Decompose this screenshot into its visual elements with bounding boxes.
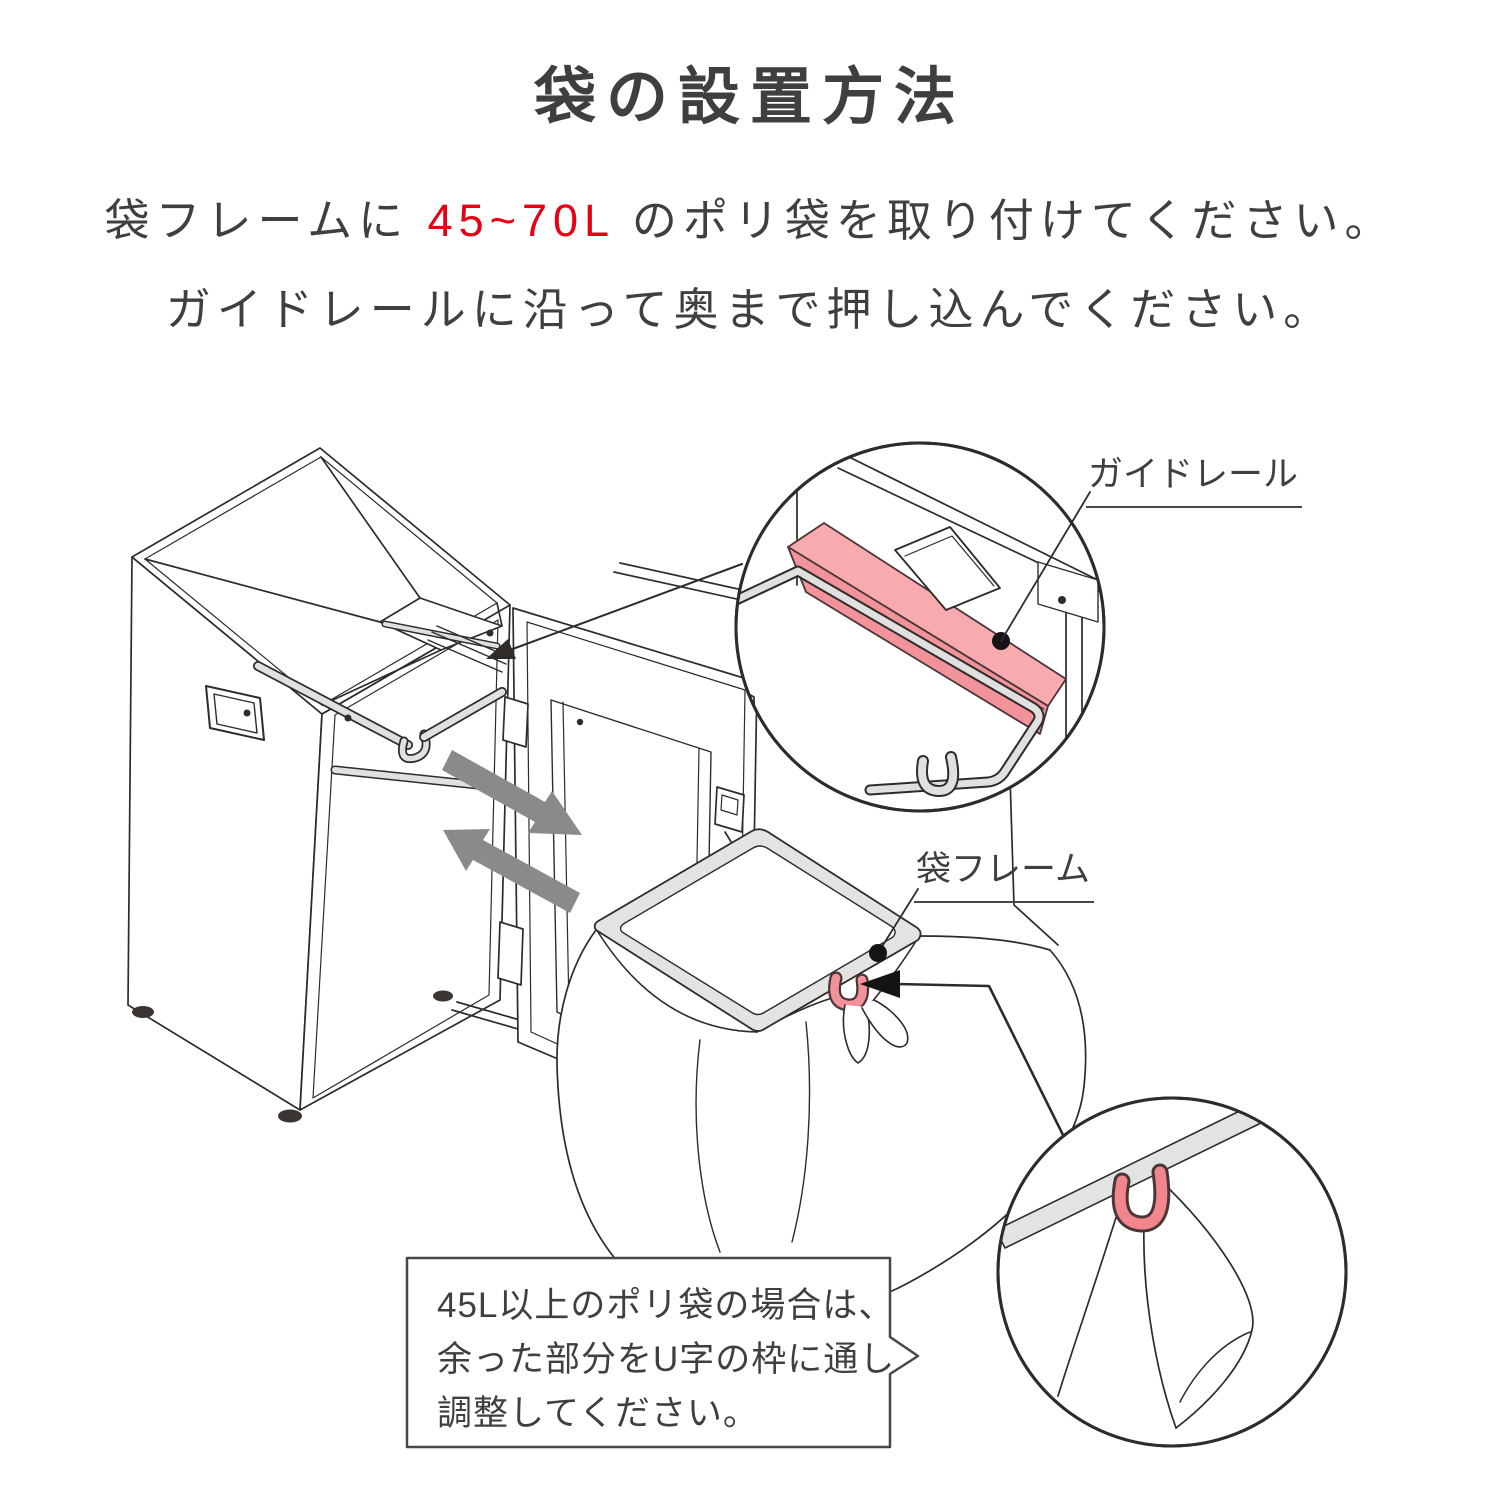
bin-feet <box>132 990 453 1123</box>
note-line-2: 余った部分をU字の枠に通し <box>437 1340 896 1379</box>
bag-frame-leader <box>869 888 919 962</box>
instruction-line-1: 袋フレームに 45~70L のポリ袋を取り付けてください。 <box>104 195 1396 246</box>
hopper-top <box>131 447 511 715</box>
screw-dots <box>243 629 494 722</box>
bag-with-frame <box>556 828 1087 1315</box>
leader-arrowhead-icon <box>486 639 516 659</box>
bag-hook-detail-circle <box>996 1096 1348 1448</box>
waste-bin-illustration <box>127 447 619 1123</box>
capacity-highlight: 45~70L <box>427 195 614 246</box>
instruction-text: 袋フレームに 45~70L のポリ袋を取り付けてください。 ガイドレールに沿って… <box>0 176 1500 354</box>
arrow-down-right-icon <box>442 750 582 835</box>
rail-leader-arrow <box>486 563 743 659</box>
note-text: 45L以上のポリ袋の場合は、 余った部分をU字の枠に通し 調整してください。 <box>437 1279 895 1441</box>
u-hook <box>828 971 870 1012</box>
note-line-1: 45L以上のポリ袋の場合は、 <box>437 1286 895 1325</box>
door-hinges <box>497 696 529 986</box>
arrow-up-left-icon <box>443 829 580 913</box>
guide-rail-detail-circle <box>734 441 1106 813</box>
instruction-line-2: ガイドレールに沿って奥まで押し込んでください。 <box>165 284 1335 335</box>
handle-slot <box>205 685 265 741</box>
leader-arrowhead-icon <box>860 970 900 998</box>
hook-leader-arrow <box>860 970 1066 1139</box>
note-line-3: 調整してください。 <box>437 1394 759 1433</box>
bag-frame-wire-detail <box>736 565 1045 797</box>
bag-knot <box>842 999 909 1064</box>
bag-frame-leader-dot-icon <box>869 944 887 962</box>
poly-bag <box>556 929 1087 1315</box>
guide-rail-leader <box>1000 491 1091 642</box>
page-title: 袋の設置方法 <box>533 63 966 132</box>
guide-rail-label: ガイドレール <box>1086 446 1303 508</box>
note-bubble <box>405 1256 920 1449</box>
rail-handle <box>894 526 1001 611</box>
u-hook-detail <box>1111 1163 1171 1233</box>
bag-frame-label: 袋フレーム <box>914 841 1094 903</box>
push-pull-arrows <box>442 750 582 913</box>
